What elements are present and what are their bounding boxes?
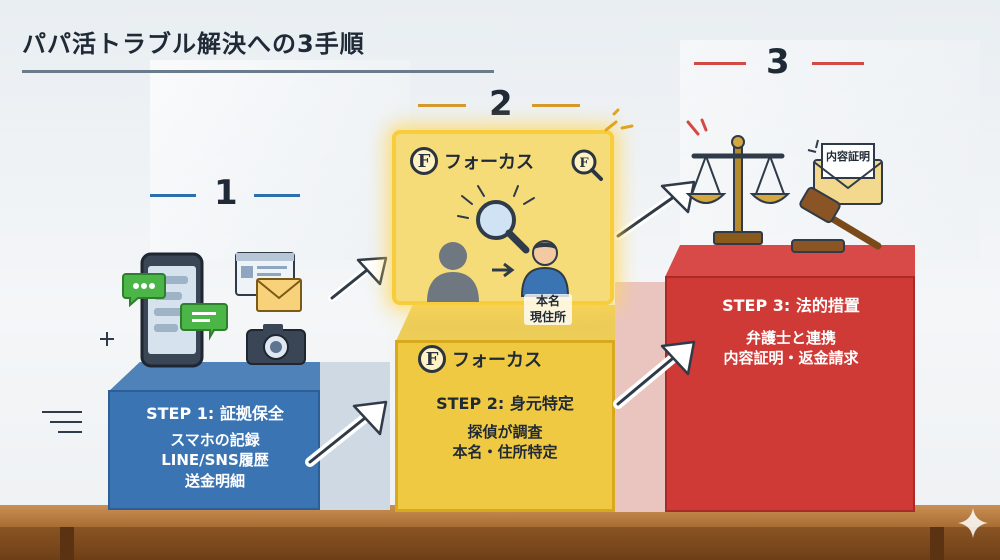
background-window [150, 60, 410, 260]
page-title: パパ活トラブル解決への3手順 [22, 30, 365, 58]
step3-body: 弁護士と連携 内容証明・返金請求 [667, 328, 915, 369]
envelope-label: 内容証明 [826, 150, 870, 163]
camera-icon [246, 324, 306, 365]
chat-bubble-icon [122, 273, 166, 308]
step1-body: スマホの記録 LINE/SNS履歴 送金明細 [110, 430, 320, 491]
table-leg [60, 527, 74, 560]
person-silhouette-icon [427, 242, 479, 302]
person-tag-line: 本名 [535, 294, 560, 308]
arrow-icon [613, 180, 696, 241]
step3-number: 3 [766, 42, 790, 82]
arrow-small-icon [492, 262, 515, 278]
step2-brand: F フォーカス [410, 147, 534, 175]
step2-label: STEP 2: 身元特定 [436, 394, 574, 413]
title-underline [22, 70, 494, 73]
step3-line: 弁護士と連携 [745, 329, 836, 347]
step2-line: 本名・住所特定 [452, 443, 558, 462]
step2-body: 探偵が調査 本名・住所特定 [398, 422, 612, 463]
step3-line: 内容証明・返金請求 [723, 349, 859, 368]
svg-text:F: F [579, 156, 589, 171]
step2-number: 2 [489, 84, 513, 124]
step1-block-side [320, 362, 390, 510]
step3-block [665, 276, 915, 512]
step2-line: 探偵が調査 [467, 423, 543, 441]
envelope-icon [807, 139, 883, 205]
mail-icon [256, 278, 302, 312]
chat-bubble-icon [180, 303, 228, 341]
table-front [0, 527, 1000, 560]
person-icon [520, 240, 570, 297]
scales-icon [685, 118, 791, 245]
person-tag-line: 現住所 [529, 309, 566, 324]
brand-name: フォーカス [452, 350, 542, 371]
arrow-icon [613, 340, 696, 409]
step1-block-top [108, 362, 320, 392]
motion-lines [42, 411, 82, 433]
step2-dash-right [532, 104, 580, 107]
table-leg [930, 527, 944, 560]
step1-label: STEP 1: 証拠保全 [146, 404, 284, 423]
step3-dash-left [694, 62, 746, 65]
step3-dash-right [812, 62, 864, 65]
brand-logo-icon: F [410, 147, 438, 175]
step1-number: 1 [214, 173, 238, 213]
step3-label: STEP 3: 法的措置 [722, 296, 860, 315]
step1-line: LINE/SNS履歴 [161, 451, 269, 470]
sparkle-icon [958, 508, 988, 538]
brand-magnifier-icon: F [571, 149, 603, 181]
sparkle-icon [100, 332, 114, 346]
gavel-icon [791, 186, 882, 253]
step1-line: 送金明細 [184, 471, 245, 490]
step1-dash-left [150, 194, 196, 197]
brand-logo-icon: F [418, 345, 446, 373]
person-tag: 本名 現住所 [524, 294, 572, 326]
step2-front-brand: F フォーカス [418, 345, 542, 373]
step1-line: スマホの記録 [170, 431, 260, 449]
step1-block [108, 390, 320, 510]
arrow-icon [305, 400, 388, 467]
step1-dash-right [254, 194, 300, 197]
arrow-icon [328, 256, 388, 302]
step2-block-top [395, 305, 615, 343]
step3-block-top [665, 245, 915, 277]
brand-name: フォーカス [444, 152, 534, 173]
magnifier-icon [457, 185, 535, 254]
step2-dash-left [418, 104, 466, 107]
shine-lines [604, 108, 634, 132]
